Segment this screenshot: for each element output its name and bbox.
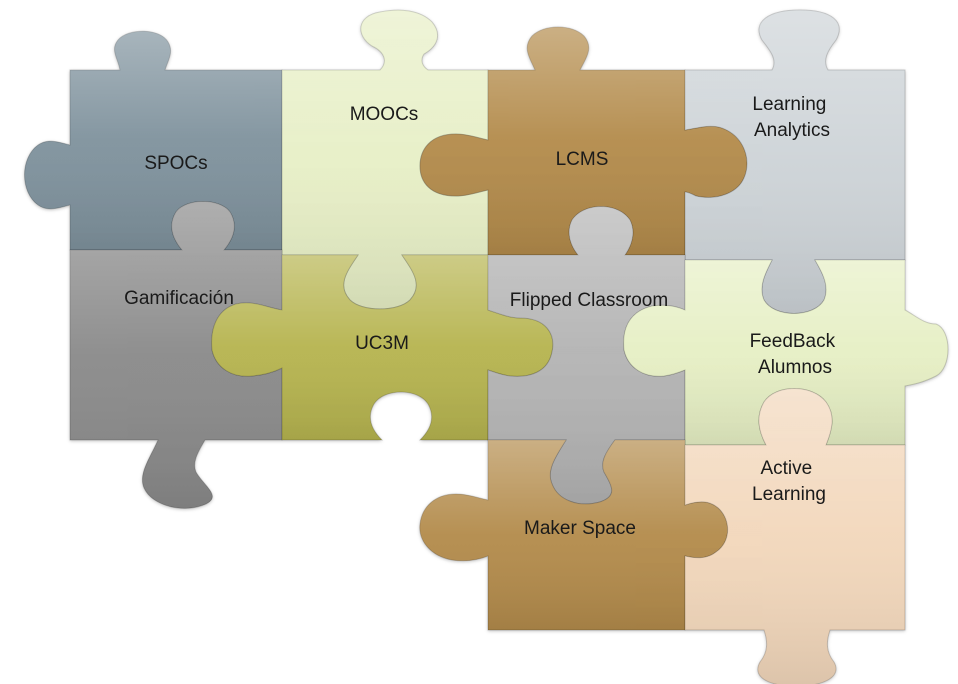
label-spocs: SPOCs: [144, 153, 207, 174]
piece-active-shine: [685, 388, 905, 684]
piece-spocs-shine: [24, 31, 282, 250]
label-flipped-classroom: Flipped Classroom: [510, 290, 668, 311]
piece-moocs-shine: [282, 10, 488, 309]
piece-flipped-shine: [488, 206, 685, 504]
label-maker-space: Maker Space: [524, 518, 636, 539]
label-moocs: MOOCs: [350, 104, 419, 125]
piece-gamificacion-shine: [70, 201, 282, 509]
piece-learning-shine: [685, 10, 905, 314]
piece-maker-shine: [419, 440, 728, 630]
label-uc3m: UC3M: [355, 333, 409, 354]
piece-uc3m-shine: [211, 255, 553, 440]
label-learning-analytics: Learning Analytics: [752, 94, 831, 141]
label-feedback-alumnos: FeedBack Alumnos: [750, 331, 841, 378]
piece-lcms-shine: [420, 27, 748, 255]
label-gamificacion: Gamificación: [124, 288, 234, 309]
piece-feedback-shine: [623, 260, 948, 445]
label-active-learning: Active Learning: [752, 458, 826, 505]
label-lcms: LCMS: [556, 149, 609, 170]
